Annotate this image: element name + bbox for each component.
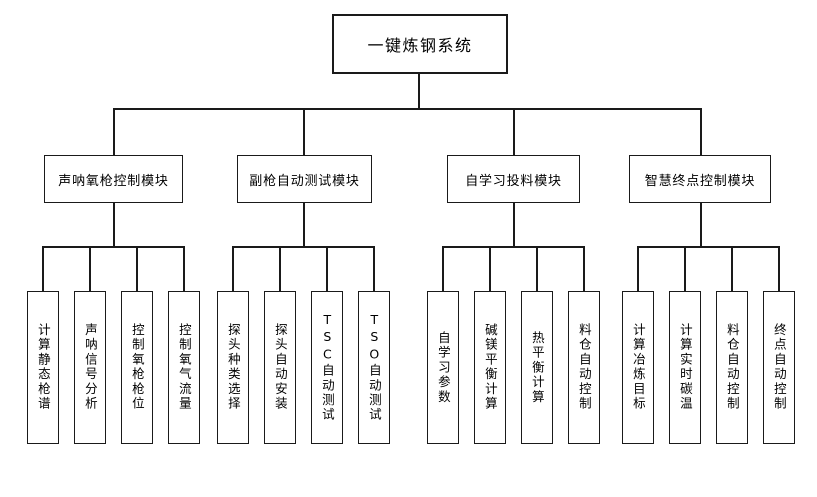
leaf-node-1-1-label: 计算静态枪谱 xyxy=(35,323,51,412)
leaf-node-3-1-label: 自学习参数 xyxy=(435,330,451,405)
connector-module-2-drop xyxy=(303,108,305,161)
connector-leaf-4-3 xyxy=(731,246,733,292)
leaf-node-4-3[interactable]: 料仓自动控制 xyxy=(716,291,748,444)
connector-module-2-stem xyxy=(303,203,305,247)
connector-leaf-3-2 xyxy=(489,246,491,292)
connector-leaf-1-3 xyxy=(136,246,138,292)
connector-module-3-drop xyxy=(513,108,515,161)
connector-module-2-bus xyxy=(232,246,374,248)
connector-module-4-stem xyxy=(700,203,702,247)
leaf-node-1-4[interactable]: 控制氧气流量 xyxy=(168,291,200,444)
leaf-node-3-1[interactable]: 自学习参数 xyxy=(427,291,459,444)
connector-leaf-4-1 xyxy=(637,246,639,292)
leaf-node-2-3[interactable]: TSC自动测试 xyxy=(311,291,343,444)
connector-module-3-stem xyxy=(513,203,515,247)
leaf-node-4-3-label: 料仓自动控制 xyxy=(724,323,740,412)
leaf-node-3-4-label: 料仓自动控制 xyxy=(576,323,592,412)
leaf-node-4-1-label: 计算冶炼目标 xyxy=(630,323,646,412)
module-node-2-label: 副枪自动测试模块 xyxy=(249,173,360,189)
connector-module-3-bus xyxy=(442,246,584,248)
leaf-node-4-2-label: 计算实时碳温 xyxy=(677,323,693,412)
leaf-node-3-3[interactable]: 热平衡计算 xyxy=(521,291,553,444)
connector-leaf-1-1 xyxy=(42,246,44,292)
connector-leaf-4-2 xyxy=(684,246,686,292)
leaf-node-4-2[interactable]: 计算实时碳温 xyxy=(669,291,701,444)
leaf-node-4-4[interactable]: 终点自动控制 xyxy=(763,291,795,444)
connector-leaf-2-1 xyxy=(232,246,234,292)
module-node-4[interactable]: 智慧终点控制模块 xyxy=(629,155,771,203)
connector-module-1-drop xyxy=(113,108,115,161)
leaf-node-2-1[interactable]: 探头种类选择 xyxy=(217,291,249,444)
connector-module-1-bus xyxy=(42,246,184,248)
connector-leaf-3-4 xyxy=(583,246,585,292)
module-node-3[interactable]: 自学习投料模块 xyxy=(447,155,580,203)
leaf-node-1-1[interactable]: 计算静态枪谱 xyxy=(27,291,59,444)
connector-module-4-drop xyxy=(700,108,702,161)
leaf-node-1-4-label: 控制氧气流量 xyxy=(176,323,192,412)
leaf-node-1-3-label: 控制氧枪枪位 xyxy=(129,323,145,412)
leaf-node-4-4-label: 终点自动控制 xyxy=(771,323,787,412)
connector-leaf-2-2 xyxy=(279,246,281,292)
root-node[interactable]: 一键炼钢系统 xyxy=(332,14,508,74)
leaf-node-3-4[interactable]: 料仓自动控制 xyxy=(568,291,600,444)
module-node-3-label: 自学习投料模块 xyxy=(465,173,562,189)
leaf-node-1-2-label: 声呐信号分析 xyxy=(82,323,98,412)
root-node-label: 一键炼钢系统 xyxy=(367,36,473,55)
leaf-node-4-1[interactable]: 计算冶炼目标 xyxy=(622,291,654,444)
connector-leaf-2-3 xyxy=(326,246,328,292)
connector-leaf-4-4 xyxy=(778,246,780,292)
module-node-1[interactable]: 声呐氧枪控制模块 xyxy=(44,155,183,203)
leaf-node-3-3-label: 热平衡计算 xyxy=(529,330,545,405)
leaf-node-2-3-label: TSC自动测试 xyxy=(319,312,335,423)
connector-module-1-stem xyxy=(113,203,115,247)
connector-leaf-1-2 xyxy=(89,246,91,292)
leaf-node-2-4[interactable]: TSO自动测试 xyxy=(358,291,390,444)
leaf-node-2-4-label: TSO自动测试 xyxy=(366,312,382,423)
leaf-node-2-2-label: 探头自动安装 xyxy=(272,323,288,412)
module-node-4-label: 智慧终点控制模块 xyxy=(644,173,756,189)
leaf-node-3-2-label: 碱镁平衡计算 xyxy=(482,323,498,412)
leaf-node-3-2[interactable]: 碱镁平衡计算 xyxy=(474,291,506,444)
connector-module-4-bus xyxy=(637,246,779,248)
leaf-node-2-1-label: 探头种类选择 xyxy=(225,323,241,412)
connector-level1-bus xyxy=(113,108,701,110)
leaf-node-2-2[interactable]: 探头自动安装 xyxy=(264,291,296,444)
module-node-1-label: 声呐氧枪控制模块 xyxy=(58,173,169,189)
connector-leaf-3-3 xyxy=(536,246,538,292)
connector-leaf-3-1 xyxy=(442,246,444,292)
leaf-node-1-3[interactable]: 控制氧枪枪位 xyxy=(121,291,153,444)
leaf-node-1-2[interactable]: 声呐信号分析 xyxy=(74,291,106,444)
module-node-2[interactable]: 副枪自动测试模块 xyxy=(237,155,372,203)
connector-leaf-1-4 xyxy=(183,246,185,292)
connector-root-stem xyxy=(418,74,420,109)
connector-leaf-2-4 xyxy=(373,246,375,292)
